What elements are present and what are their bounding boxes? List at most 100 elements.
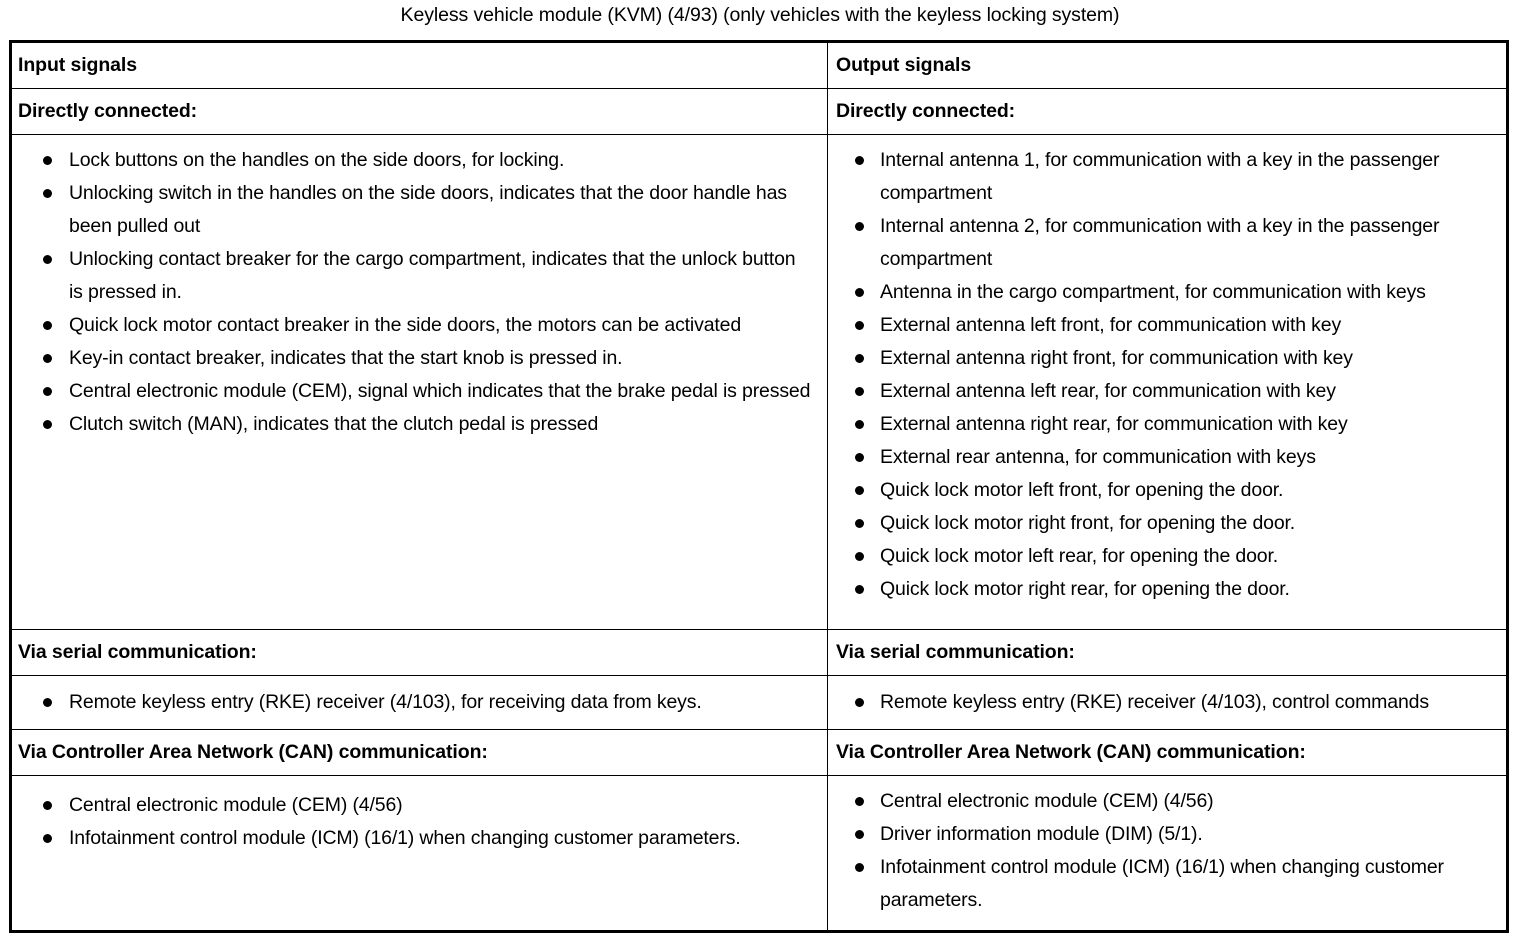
list-item-label: Remote keyless entry (RKE) receiver (4/1…	[69, 691, 702, 713]
list-item-label: Quick lock motor left rear, for opening …	[880, 545, 1279, 567]
list-item: Quick lock motor contact breaker in the …	[12, 309, 813, 342]
list-item: Infotainment control module (ICM) (16/1)…	[12, 822, 813, 855]
content-cell-can-input: Central electronic module (CEM) (4/56) I…	[10, 775, 828, 932]
content-cell-serial-output: Remote keyless entry (RKE) receiver (4/1…	[827, 675, 1508, 730]
list-item: Quick lock motor left front, for opening…	[828, 474, 1492, 507]
list-item: External rear antenna, for communication…	[828, 441, 1492, 474]
bullet-icon	[855, 222, 864, 231]
section-header-serial-input: Via serial communication:	[18, 641, 257, 663]
list-item-label: Internal antenna 2, for communication wi…	[880, 215, 1440, 270]
bullet-icon	[43, 420, 52, 429]
content-cell-can-output: Central electronic module (CEM) (4/56) D…	[827, 775, 1508, 932]
list-item: Unlocking switch in the handles on the s…	[12, 177, 813, 243]
list-item-label: External antenna left rear, for communic…	[880, 380, 1336, 402]
list-item-label: Antenna in the cargo compartment, for co…	[880, 281, 1426, 303]
list-item-label: Infotainment control module (ICM) (16/1)…	[880, 856, 1444, 911]
list-serial-output: Remote keyless entry (RKE) receiver (4/1…	[828, 676, 1506, 729]
list-item-label: Remote keyless entry (RKE) receiver (4/1…	[880, 691, 1429, 713]
list-item-label: Quick lock motor right front, for openin…	[880, 512, 1296, 534]
section-header-cell-can-output: Via Controller Area Network (CAN) commun…	[827, 729, 1508, 776]
bullet-icon	[855, 698, 864, 707]
bullet-icon	[855, 288, 864, 297]
table-row: Central electronic module (CEM) (4/56) I…	[10, 775, 1508, 932]
bullet-icon	[855, 519, 864, 528]
list-item-label: Unlocking switch in the handles on the s…	[69, 182, 787, 237]
content-cell-directly-connected-output: Internal antenna 1, for communication wi…	[827, 134, 1508, 630]
page-title: Keyless vehicle module (KVM) (4/93) (onl…	[400, 4, 1120, 26]
list-item-label: Driver information module (DIM) (5/1).	[880, 823, 1203, 845]
list-item-label: Central electronic module (CEM) (4/56)	[69, 794, 403, 816]
list-directly-connected-input: Lock buttons on the handles on the side …	[12, 135, 827, 445]
table-row: Input signals Output signals	[10, 41, 1508, 89]
bullet-icon	[43, 801, 52, 810]
list-item: Driver information module (DIM) (5/1).	[828, 818, 1492, 851]
bullet-icon	[43, 354, 52, 363]
list-item: Lock buttons on the handles on the side …	[12, 144, 813, 177]
bullet-icon	[855, 486, 864, 495]
table-row: Via Controller Area Network (CAN) commun…	[10, 729, 1508, 776]
list-item: Unlocking contact breaker for the cargo …	[12, 243, 813, 309]
list-item: External antenna left rear, for communic…	[828, 375, 1492, 408]
section-header-cell-directly-connected-output: Directly connected:	[827, 88, 1508, 135]
table-row: Lock buttons on the handles on the side …	[10, 134, 1508, 630]
list-item-label: Central electronic module (CEM) (4/56)	[880, 790, 1214, 812]
list-can-output: Central electronic module (CEM) (4/56) D…	[828, 776, 1506, 930]
bullet-icon	[43, 834, 52, 843]
list-item-label: Infotainment control module (ICM) (16/1)…	[69, 827, 741, 849]
list-item-label: External antenna right rear, for communi…	[880, 413, 1348, 435]
list-item: Key-in contact breaker, indicates that t…	[12, 342, 813, 375]
list-item: External antenna right front, for commun…	[828, 342, 1492, 375]
list-can-input: Central electronic module (CEM) (4/56) I…	[12, 776, 827, 868]
column-header-input-signals: Input signals	[18, 54, 137, 76]
list-serial-input: Remote keyless entry (RKE) receiver (4/1…	[12, 676, 827, 729]
section-header-directly-connected-output: Directly connected:	[836, 100, 1016, 122]
list-item: Infotainment control module (ICM) (16/1)…	[828, 851, 1492, 917]
bullet-icon	[855, 552, 864, 561]
bullet-icon	[855, 830, 864, 839]
list-item: Central electronic module (CEM) (4/56)	[828, 785, 1492, 818]
section-header-can-output: Via Controller Area Network (CAN) commun…	[836, 741, 1306, 763]
section-header-serial-output: Via serial communication:	[836, 641, 1075, 663]
section-header-can-input: Via Controller Area Network (CAN) commun…	[18, 741, 488, 763]
content-cell-serial-input: Remote keyless entry (RKE) receiver (4/1…	[10, 675, 828, 730]
list-item-label: Unlocking contact breaker for the cargo …	[69, 248, 796, 303]
section-header-directly-connected-input: Directly connected:	[18, 100, 198, 122]
column-header-cell-input: Input signals	[10, 41, 828, 89]
list-item: Quick lock motor left rear, for opening …	[828, 540, 1492, 573]
list-item: Internal antenna 2, for communication wi…	[828, 210, 1492, 276]
bullet-icon	[855, 420, 864, 429]
bullet-icon	[855, 321, 864, 330]
section-header-cell-directly-connected-input: Directly connected:	[10, 88, 828, 135]
section-header-cell-serial-output: Via serial communication:	[827, 629, 1508, 676]
list-item: Quick lock motor right front, for openin…	[828, 507, 1492, 540]
list-item: Remote keyless entry (RKE) receiver (4/1…	[12, 686, 813, 719]
list-item: External antenna left front, for communi…	[828, 309, 1492, 342]
list-item-label: Quick lock motor contact breaker in the …	[69, 314, 742, 336]
signals-table: Input signals Output signals Directly co…	[9, 40, 1509, 933]
bullet-icon	[43, 698, 52, 707]
list-item-label: Central electronic module (CEM), signal …	[69, 380, 811, 402]
list-item-label: Clutch switch (MAN), indicates that the …	[69, 413, 599, 435]
section-header-cell-can-input: Via Controller Area Network (CAN) commun…	[10, 729, 828, 776]
list-item: Quick lock motor right rear, for opening…	[828, 573, 1492, 606]
list-item: Internal antenna 1, for communication wi…	[828, 144, 1492, 210]
list-item-label: Key-in contact breaker, indicates that t…	[69, 347, 623, 369]
list-item: External antenna right rear, for communi…	[828, 408, 1492, 441]
bullet-icon	[43, 189, 52, 198]
column-header-cell-output: Output signals	[827, 41, 1508, 89]
bullet-icon	[43, 387, 52, 396]
bullet-icon	[43, 321, 52, 330]
bullet-icon	[855, 585, 864, 594]
bullet-icon	[43, 156, 52, 165]
bullet-icon	[855, 354, 864, 363]
list-item-label: External antenna left front, for communi…	[880, 314, 1342, 336]
list-directly-connected-output: Internal antenna 1, for communication wi…	[828, 135, 1506, 612]
list-item: Central electronic module (CEM), signal …	[12, 375, 813, 408]
list-item: Antenna in the cargo compartment, for co…	[828, 276, 1492, 309]
bullet-icon	[855, 863, 864, 872]
bullet-icon	[855, 797, 864, 806]
content-cell-directly-connected-input: Lock buttons on the handles on the side …	[10, 134, 828, 630]
table-row: Directly connected: Directly connected:	[10, 88, 1508, 135]
bullet-icon	[855, 156, 864, 165]
